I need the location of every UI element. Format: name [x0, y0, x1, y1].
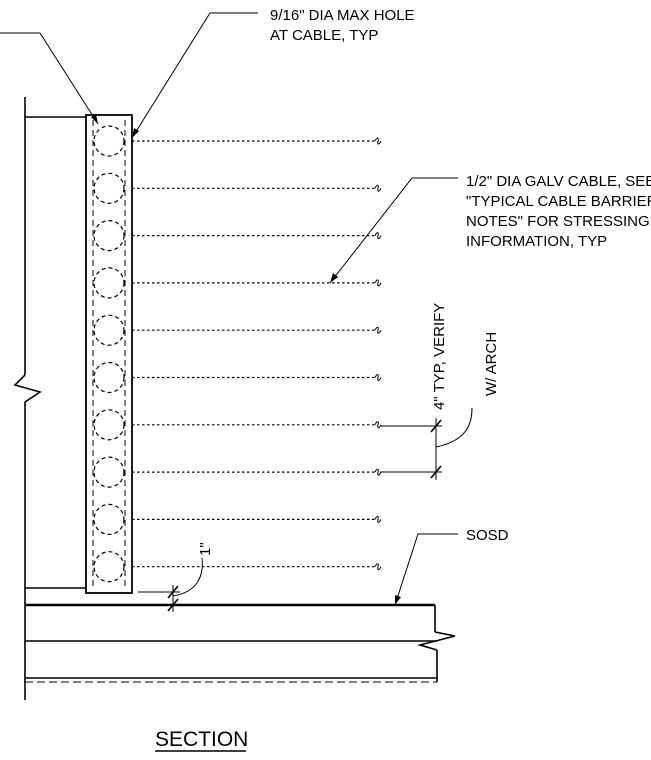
cable-hole — [93, 503, 125, 536]
cable-line — [132, 326, 382, 334]
cable-line — [132, 468, 382, 476]
spacing-dimension — [380, 407, 473, 480]
cable-line — [132, 563, 382, 571]
clearance-dimension — [138, 557, 203, 612]
slab-note-leader — [394, 533, 458, 606]
cable-line — [132, 279, 382, 287]
cable-note-leader — [329, 177, 458, 284]
cable-line — [132, 515, 382, 523]
slab — [25, 603, 456, 683]
hole-note: 9/16" DIA MAX HOLE AT CABLE, TYP — [270, 7, 419, 44]
cable-hole — [93, 267, 125, 299]
cable-line — [132, 184, 382, 192]
cable-line — [132, 137, 382, 145]
section-title: SECTION — [155, 728, 248, 751]
cables — [132, 137, 382, 571]
cable-line — [132, 374, 382, 381]
cable-hole — [93, 125, 125, 157]
cable-hole — [93, 314, 125, 346]
clearance-note: 1" — [197, 542, 214, 556]
cable-hole — [93, 456, 125, 488]
cable-hole — [93, 409, 125, 441]
cable-line — [132, 232, 382, 240]
cable-hole — [93, 220, 125, 252]
cable-hole — [93, 172, 125, 204]
cable-line — [132, 421, 382, 429]
slab-note: SOSD — [466, 527, 509, 544]
hole-note-leader — [0, 12, 258, 139]
cable-hole — [93, 361, 125, 394]
spacing-note: 4" TYP, VERIFY W/ ARCH — [431, 299, 500, 410]
cable-note: 1/2" DIA GALV CABLE, SEE "TYPICAL CABLE … — [466, 173, 651, 250]
cable-hole — [93, 551, 125, 583]
post — [85, 114, 133, 594]
wall — [13, 97, 86, 700]
cable-holes — [93, 125, 125, 583]
